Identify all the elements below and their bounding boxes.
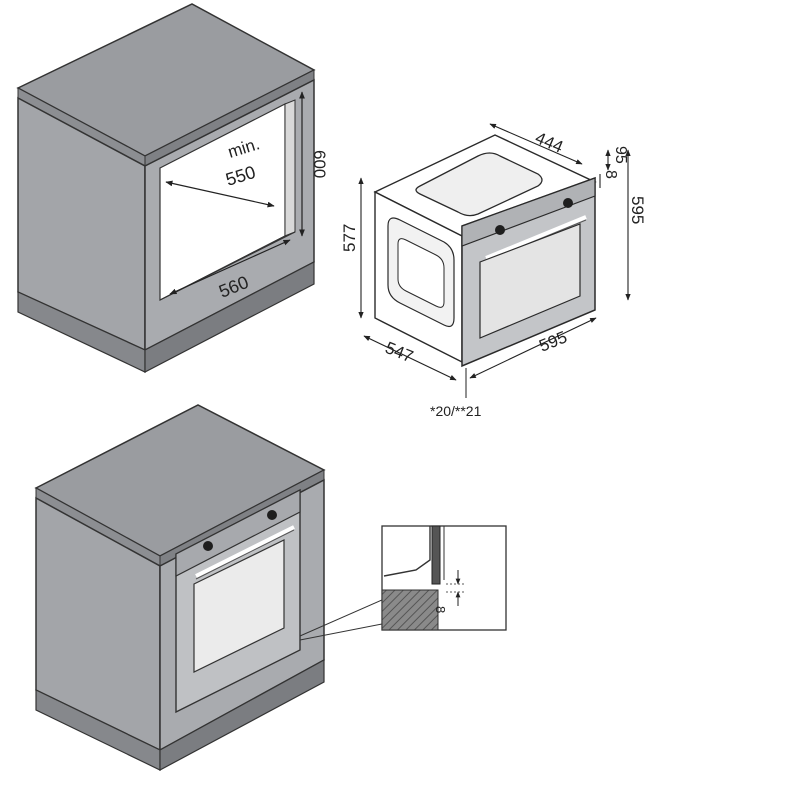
installed-oven-handle-outline <box>195 529 295 580</box>
door-note-label: *20/**21 <box>430 403 482 419</box>
oven-dimension-drawing <box>358 123 631 398</box>
niche-height-label: 600 <box>310 150 329 178</box>
oven-top-depth-dim-line <box>489 123 583 165</box>
niche-inner-wall <box>284 99 296 237</box>
cabinet-plinth-front <box>159 658 325 772</box>
oven-side-panel-emboss-inner <box>397 238 445 308</box>
oven-left-knob <box>495 225 505 235</box>
oven-door-window <box>479 223 581 339</box>
oven-right-knob <box>563 198 573 208</box>
oven-width-dim-line <box>469 317 597 379</box>
oven-small-top-label: 95 <box>612 146 629 164</box>
oven-depth-label: 547 <box>383 338 416 366</box>
installed-oven-handle <box>195 525 295 578</box>
oven-body-height-label: 577 <box>340 224 359 252</box>
installed-oven-drawing <box>34 404 383 772</box>
detail-cabinet-section <box>381 589 439 631</box>
installed-oven-window <box>193 539 285 673</box>
installed-oven-right-knob <box>267 510 277 520</box>
detail-gap-label: 8 <box>433 606 448 613</box>
niche-width-dim-line <box>169 239 291 295</box>
detail-callout-line-upper <box>299 599 383 637</box>
oven-door-handle <box>485 215 587 260</box>
niche-depth-dim-line <box>165 180 275 208</box>
oven-total-height-label: 595 <box>628 196 647 224</box>
detail-callout-line-lower <box>299 623 383 641</box>
oven-depth-dim-line <box>363 335 457 381</box>
installed-oven-left-knob <box>203 541 213 551</box>
oven-top-depth-label: 444 <box>532 128 566 157</box>
oven-small-gap-label: 8 <box>602 170 619 179</box>
gap-detail-box <box>381 525 507 631</box>
cabinet-niche-drawing <box>16 3 316 373</box>
detail-oven-profile <box>383 526 431 577</box>
detail-oven-trim <box>431 525 441 585</box>
